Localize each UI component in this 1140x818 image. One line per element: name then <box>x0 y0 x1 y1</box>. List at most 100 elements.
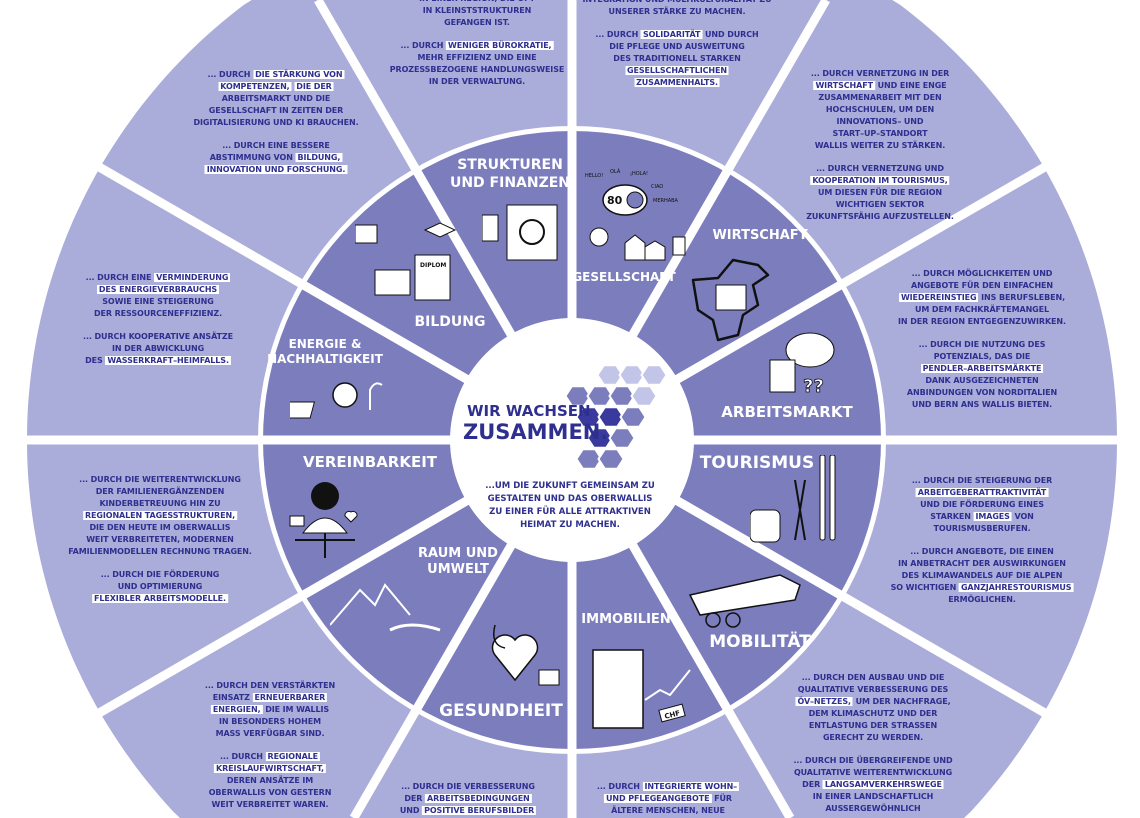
text-run: UND DIE FÖRDERUNG EINES STARKEN <box>920 500 1044 521</box>
text-run: DEREN ANSÄTZE IM OBERWALLIS VON GESTERN … <box>208 776 332 809</box>
highlighted-text: POSITIVE BERUFSBILDER <box>422 806 537 815</box>
text-run: FÜR ÄLTERE MENSCHEN, NEUE <box>611 794 732 815</box>
text-paragraph: ... DURCH DIE STEIGERUNG DER ARBEITGEBER… <box>891 475 1074 535</box>
segment-label-strukturen: STRUKTUREN UND FINANZEN <box>449 157 571 191</box>
highlighted-text: FLEXIBLER ARBEITSMODELLE. <box>92 594 228 603</box>
segment-label-raum: RAUM UND UMWELT <box>418 546 498 578</box>
text-run: ... DURCH VERNETZUNG UND <box>816 164 944 173</box>
highlighted-text: WIRTSCHAFT <box>813 81 875 90</box>
logo-hexagon <box>619 406 647 428</box>
greeting-text: CIAO <box>651 184 663 190</box>
highlighted-text: KOOPERATION IM TOURISMUS, <box>810 176 950 185</box>
gesundheit-heart-icon <box>491 624 560 686</box>
text-run: ... DURCH DIE WEITERENTWICKLUNG DER FAMI… <box>79 475 241 508</box>
mobilitaet-train-icon <box>688 574 801 628</box>
logo-hexagon <box>608 427 636 449</box>
text-run: IN EINER LANDSCHAFTLICH AUSSERGEWÖHNLICH <box>812 792 934 813</box>
text-run: DANK AUSGEZEICHNETEN ANBINDUNGEN VON NOR… <box>906 376 1058 409</box>
logo-hexagon <box>575 448 603 470</box>
text-run: ... DURCH <box>596 782 643 791</box>
text-paragraph: ... DURCH ANGEBOTE, DIE EINEN IN ANBETRA… <box>891 546 1074 606</box>
arbeitsmarkt-icon: ?? <box>769 332 835 397</box>
segment-label-energie: ENERGIE & NACHHALTIGKEIT <box>267 337 383 366</box>
segment-label-arbeitsmarkt: ARBEITSMARKT <box>721 403 853 421</box>
segment-label-mobilitaet: MOBILITÄT <box>709 632 811 652</box>
logo-hexagon <box>608 385 636 407</box>
text-paragraph: ... DURCH WENIGER BÜROKRATIE, MEHR EFFIZ… <box>390 40 564 88</box>
bildung-icon: DIPLOM <box>355 222 457 301</box>
highlighted-text: REGIONALEN TAGESSTRUKTUREN, <box>82 511 238 520</box>
text-paragraph: ... DURCH DIE ÜBERGREIFENDE UND QUALITAT… <box>793 755 952 815</box>
text-run: ... DURCH ANGEBOTE, DIE EINEN IN ANBETRA… <box>890 547 1066 592</box>
text-run: UM DER NACHFRAGE, DEM KLIMASCHUTZ UND DE… <box>808 697 951 742</box>
segment-label-gesellschaft: GESELLSCHAFT <box>572 270 676 284</box>
center-title-line2: ZUSAMMEN. <box>463 420 609 444</box>
logo-hexagon <box>586 385 614 407</box>
text-paragraph: ... DURCH DEN VERSTÄRKTEN EINSATZ ERNEUE… <box>205 680 335 740</box>
text-run: ... DURCH DIE NUTZUNG DES POTENZIALS, DA… <box>918 340 1046 361</box>
logo-hexagon <box>640 364 668 386</box>
text-paragraph: ... DURCH DIE NUTZUNG DES POTENZIALS, DA… <box>898 339 1066 411</box>
center-tagline: ...UM DIE ZUKUNFT GEMEINSAM ZU GESTALTEN… <box>485 481 655 530</box>
logo-hexagon <box>575 406 603 428</box>
text-run: ... DURCH DIE ÜBERGREIFENDE UND QUALITAT… <box>793 756 953 789</box>
vereinbarkeit-person-icon <box>289 482 358 558</box>
text-run: ... DURCH DEN VERSTÄRKTEN EINSATZ <box>204 681 336 702</box>
svg-text:??: ?? <box>803 376 824 397</box>
text-run: ... DURCH DIE STEIGERUNG DER <box>911 476 1053 485</box>
text-run: ... DURCH VERNETZUNG IN DER <box>810 69 950 78</box>
text-run: ... DURCH MÖGLICHKEITEN UND ANGEBOTE FÜR… <box>910 269 1054 290</box>
segment-text-bildung: ... DURCH DIE STÄRKUNG VON KOMPETENZEN, … <box>193 69 359 176</box>
highlighted-text: WENIGER BÜROKRATIE, <box>446 41 554 50</box>
logo-hexagon <box>618 364 646 386</box>
highlighted-text: GANZJAHRESTOURISMUS <box>958 583 1074 592</box>
text-run: ... DURCH <box>400 41 447 50</box>
text-run: IN EINER REGION, DIE OFT IN KLEINSTSTRUK… <box>419 0 535 27</box>
segment-label-gesundheit: GESUNDHEIT <box>439 701 563 721</box>
logo-hexagon <box>630 385 658 407</box>
logo-hexagon <box>586 427 614 449</box>
text-run: MEHR EFFIZIENZ UND EINE PROZESSBEZOGENE … <box>389 53 565 86</box>
segment-label-wirtschaft: WIRTSCHAFT <box>712 228 808 243</box>
diploma-text: DIPLOM <box>420 262 446 269</box>
segment-text-immobilien: ... DURCH INTEGRIERTE WOHN– UND PFLEGEAN… <box>596 781 740 817</box>
segment-text-mobilitaet: ... DURCH DEN AUSBAU UND DIE QUALITATIVE… <box>793 672 952 815</box>
text-run: UND DURCH DIE PFLEGE UND AUSWEITUNG DES … <box>609 30 759 63</box>
immobilien-building-icon: CHF <box>592 649 691 729</box>
center-title-line1: WIR WACHSEN <box>467 402 591 420</box>
highlighted-text: GESELLSCHAFTLICHEN ZUSAMMENHALTS. <box>625 66 729 87</box>
text-paragraph: ... DURCH VERNETZUNG UND KOOPERATION IM … <box>806 163 954 223</box>
segment-text-vereinbarkeit: ... DURCH DIE WEITERENTWICKLUNG DER FAMI… <box>68 474 252 605</box>
segment-text-gesundheit: ... DURCH DIE VERBESSERUNG DER ARBEITSBE… <box>399 781 537 817</box>
text-run: VON TOURISMUSBERUFEN. <box>933 512 1034 533</box>
text-run: UND <box>399 806 420 815</box>
highlighted-text: IMAGES <box>973 512 1012 521</box>
segment-label-tourismus: TOURISMUS <box>699 453 815 473</box>
greeting-text: HELLO! <box>585 173 603 179</box>
greeting-text: MERHABA <box>653 198 679 204</box>
text-run: ERMÖGLICHEN. <box>948 595 1016 604</box>
segment-label-vereinbarkeit: VEREINBARKEIT <box>302 453 438 471</box>
chf-tag: CHF <box>664 709 682 721</box>
text-paragraph: INTEGRATION UND MULTIKULTURALITÄT ZU UNS… <box>583 0 772 18</box>
logo-hexagon <box>596 364 624 386</box>
highlighted-text: WIEDEREINSTIEG <box>898 293 979 302</box>
text-run: DIE IM WALLIS IN BESONDERS HOHEM MASS VE… <box>215 705 330 738</box>
highlighted-text: ÖV–NETZES, <box>795 697 853 706</box>
text-run: ... DURCH KOOPERATIVE ANSÄTZE IN DER ABW… <box>83 332 233 365</box>
text-paragraph: ... DURCH INTEGRIERTE WOHN– UND PFLEGEAN… <box>596 781 740 817</box>
text-paragraph: ... DURCH SOLIDARITÄT UND DURCH DIE PFLE… <box>583 29 772 89</box>
segment-text-tourismus: ... DURCH DIE STEIGERUNG DER ARBEITGEBER… <box>891 475 1074 606</box>
text-run: INTEGRATION UND MULTIKULTURALITÄT ZU UNS… <box>583 0 772 16</box>
text-paragraph: ... DURCH VERNETZUNG IN DER WIRTSCHAFT U… <box>806 68 954 152</box>
greeting-text: ¡HOLA! <box>630 171 648 177</box>
text-paragraph: ... DURCH DIE FÖRDERUNG UND OPTIMIERUNG … <box>68 569 252 605</box>
text-run: SOWIE EINE STEIGERUNG DER RESSOURCENEFFI… <box>93 297 223 318</box>
segment-label-immobilien: IMMOBILIEN <box>581 612 671 627</box>
text-run: ... DURCH EINE BESSERE ABSTIMMUNG VON <box>209 141 330 162</box>
highlighted-text: LANGSAMVERKEHRSWEGE <box>822 780 944 789</box>
text-run: INS BERUFSLEBEN, UM DEM FACHKRÄFTEMANGEL… <box>898 293 1066 326</box>
text-paragraph: ... DURCH KOOPERATIVE ANSÄTZE IN DER ABW… <box>83 331 233 367</box>
raum-landscape-icon <box>330 583 441 632</box>
text-paragraph: ... DURCH MÖGLICHKEITEN UND ANGEBOTE FÜR… <box>898 268 1066 328</box>
